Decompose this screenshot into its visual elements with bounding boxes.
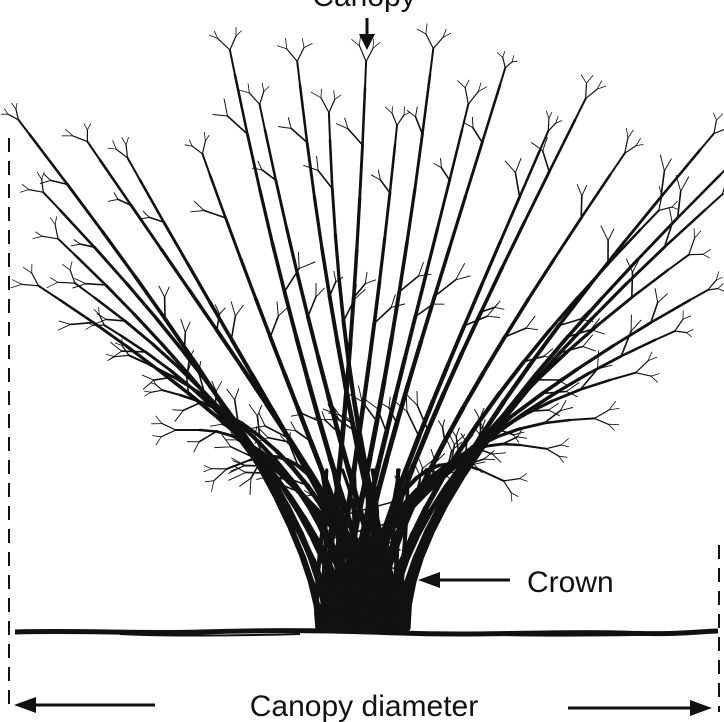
top-arrow — [359, 18, 375, 50]
diameter-left-arrow — [14, 697, 155, 713]
canopy-diameter-label: Canopy diameter — [250, 690, 478, 722]
crown-label: Crown — [527, 566, 614, 599]
crown-arrow — [418, 572, 510, 588]
shrub-illustration — [1, 24, 724, 630]
canopy-top-label: Canopy — [312, 0, 415, 13]
diameter-right-arrow — [568, 700, 712, 716]
